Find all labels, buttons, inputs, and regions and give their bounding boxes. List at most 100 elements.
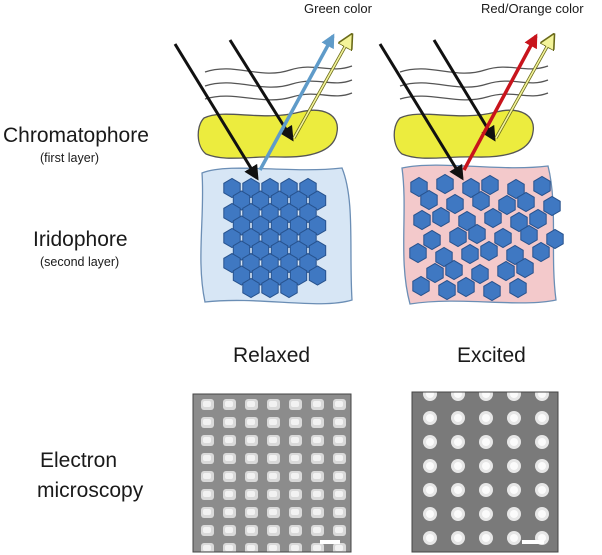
crystal-platelet <box>251 265 270 286</box>
crystal-platelet <box>280 252 298 274</box>
crystal-platelet <box>436 173 454 195</box>
excited-incident-arrow-1 <box>378 43 464 181</box>
relaxed-crystal-platelets <box>223 177 327 299</box>
relaxed-incident-arrow-2 <box>228 39 294 142</box>
excited-chromatophore-layer <box>393 109 534 159</box>
crystal-platelet <box>242 177 260 199</box>
crystal-platelet <box>261 277 279 299</box>
crystal-platelet <box>289 265 308 286</box>
crystal-platelet <box>497 260 515 282</box>
crystal-platelet <box>507 178 525 200</box>
crystal-platelet <box>517 191 535 213</box>
crystal-platelet <box>280 227 298 249</box>
excited-reflected-red-arrow <box>462 33 538 171</box>
crystal-platelet <box>420 189 438 211</box>
relaxed-reflected-blue-arrow <box>258 33 335 171</box>
crystal-platelet <box>232 240 251 261</box>
crystal-platelet <box>506 244 524 266</box>
crystal-platelet <box>280 177 298 199</box>
crystal-platelet <box>546 228 564 250</box>
crystal-platelet <box>472 190 490 212</box>
crystal-platelet <box>242 252 260 274</box>
crystal-platelet <box>232 265 251 286</box>
crystal-platelet <box>516 257 534 279</box>
crystal-platelet <box>480 240 498 262</box>
red-orange-color-label: Red/Orange color <box>481 1 584 16</box>
crystal-platelet <box>438 279 456 301</box>
crystal-platelet <box>289 215 308 236</box>
crystal-platelet <box>232 215 251 236</box>
crystal-platelet <box>308 265 327 286</box>
excited-incident-arrow-2 <box>432 39 496 142</box>
relaxed-micrograph <box>192 393 352 553</box>
relaxed-scale-bar <box>320 540 340 544</box>
crystal-platelet <box>462 177 480 199</box>
crystal-platelet <box>289 190 308 211</box>
crystal-platelet <box>270 215 289 236</box>
relaxed-incident-arrow-1 <box>173 43 259 181</box>
crystal-platelet <box>423 229 441 251</box>
crystal-platelet <box>446 193 464 215</box>
microscopy-label: microscopy <box>37 479 144 502</box>
crystal-platelet <box>251 215 270 236</box>
relaxed-panel <box>173 33 352 305</box>
crystal-platelet <box>435 246 453 268</box>
crystal-platelet <box>299 202 317 224</box>
crystal-platelet <box>261 252 279 274</box>
crystal-platelet <box>520 224 538 246</box>
crystal-platelet <box>251 240 270 261</box>
crystal-platelet <box>261 227 279 249</box>
crystal-platelet <box>533 175 551 197</box>
crystal-platelet <box>289 240 308 261</box>
crystal-platelet <box>270 240 289 261</box>
crystal-platelet <box>461 243 479 265</box>
crystal-platelet <box>468 223 486 245</box>
crystal-platelet <box>280 202 298 224</box>
iridophore-sublabel: (second layer) <box>40 255 119 269</box>
excited-scale-bar <box>522 540 544 544</box>
iridophore-label: Iridophore <box>33 228 128 251</box>
crystal-platelet <box>445 259 463 281</box>
excited-surface-lines <box>399 65 549 101</box>
crystal-platelet <box>223 252 241 274</box>
crystal-platelet <box>242 227 260 249</box>
chromatophore-sublabel: (first layer) <box>40 151 99 165</box>
excited-panel <box>378 33 564 305</box>
crystal-platelet <box>242 202 260 224</box>
crystal-platelet <box>471 263 489 285</box>
crystal-platelet <box>484 207 502 229</box>
electron-label: Electron <box>40 449 117 472</box>
crystal-platelet <box>483 280 501 302</box>
crystal-platelet <box>410 176 428 198</box>
excited-crystal-platelets <box>409 173 564 302</box>
crystal-platelet <box>242 277 260 299</box>
crystal-platelet <box>457 276 475 298</box>
crystal-platelet <box>270 190 289 211</box>
crystal-platelet <box>510 211 528 233</box>
excited-label: Excited <box>457 344 526 367</box>
crystal-platelet <box>529 208 547 230</box>
crystal-platelet <box>299 177 317 199</box>
crystal-platelet <box>543 195 561 217</box>
crystal-platelet <box>232 190 251 211</box>
relaxed-label: Relaxed <box>233 344 310 367</box>
excited-reflected-yellow-core <box>495 35 554 139</box>
crystal-platelet <box>308 215 327 236</box>
crystal-platelet <box>432 206 450 228</box>
crystal-platelet <box>223 202 241 224</box>
crystal-platelet <box>261 202 279 224</box>
crystal-platelet <box>413 209 431 231</box>
excited-micrograph <box>411 391 559 553</box>
crystal-platelet <box>532 241 550 263</box>
crystal-platelet <box>494 227 512 249</box>
crystal-platelet <box>308 240 327 261</box>
chromatophore-label: Chromatophore <box>3 124 149 147</box>
crystal-platelet <box>481 174 499 196</box>
green-color-label: Green color <box>304 1 373 16</box>
crystal-platelet <box>449 226 467 248</box>
crystal-platelet <box>412 275 430 297</box>
crystal-platelet <box>458 210 476 232</box>
crystal-platelet <box>409 242 427 264</box>
crystal-platelet <box>509 277 527 299</box>
